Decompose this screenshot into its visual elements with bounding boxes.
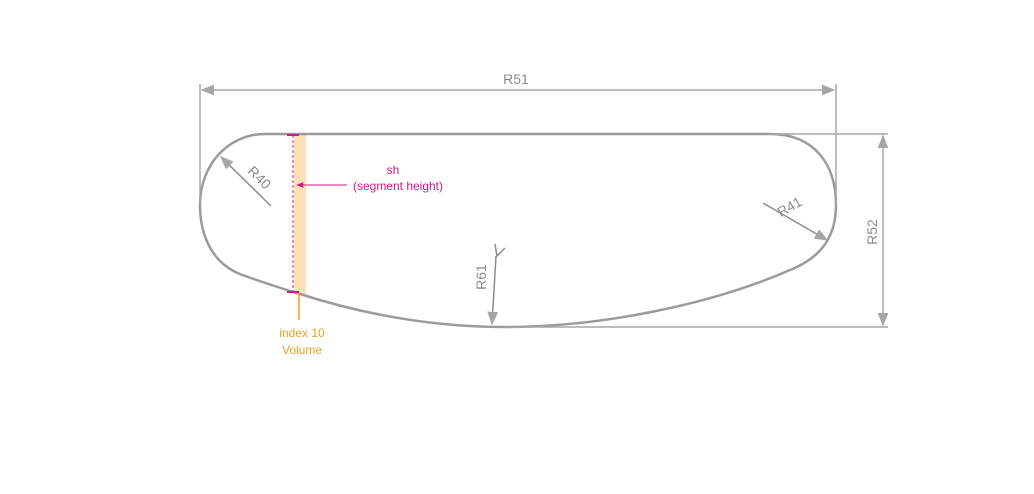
bottom-radius-leader [487, 255, 499, 326]
tank-outline [198, 132, 838, 329]
bottom-radius-zigzag [494, 243, 506, 258]
segment-strip [294, 135, 306, 294]
width-label: R51 [503, 71, 529, 87]
left-radius-leader [220, 156, 272, 207]
right-radius-label: R41 [774, 193, 804, 220]
volume-label: Volume [282, 343, 322, 357]
height-label: R52 [864, 219, 880, 245]
bottom-radius-label: R61 [473, 264, 489, 290]
segment-height-description: (segment height) [353, 179, 443, 193]
index-label: index 10 [279, 326, 325, 340]
left-radius-label: R40 [245, 163, 275, 193]
right-radius-leader [762, 202, 829, 241]
segment-height-symbol: sh [387, 163, 400, 177]
